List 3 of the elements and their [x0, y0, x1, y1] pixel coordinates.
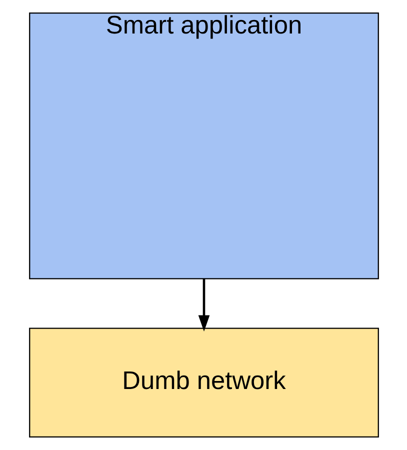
arrow	[198, 279, 210, 332]
node-box: Smart application	[28, 12, 378, 280]
node-box: Dumb network	[28, 328, 378, 438]
